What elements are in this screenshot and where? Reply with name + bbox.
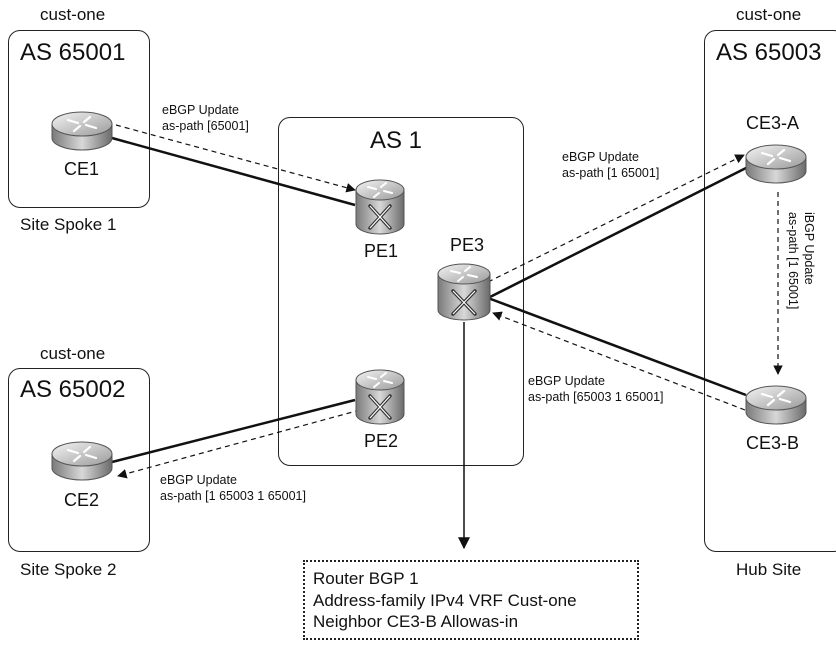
update-as-path: as-path [1 65001]: [562, 165, 660, 180]
ce3b-label: CE3-B: [746, 433, 800, 453]
update-title: eBGP Update: [562, 150, 639, 164]
as-65003-box: [704, 30, 836, 552]
update-title: eBGP Update: [162, 103, 239, 117]
link-pe3-ce3a: [487, 166, 747, 300]
ce3a-label: CE3-A: [746, 113, 800, 133]
config-note: Router BGP 1 Address-family IPv4 VRF Cus…: [303, 560, 639, 640]
update-arrow-pe3-ce3a: [487, 154, 745, 283]
ce3a-router-icon: [745, 144, 807, 184]
update-title: iBGP Update: [802, 212, 816, 285]
pe1-label: PE1: [364, 241, 399, 261]
spoke2-customer-label: cust-one: [40, 344, 106, 363]
pe3-label: PE3: [450, 235, 485, 255]
spoke2-site-label: Site Spoke 2: [20, 560, 117, 579]
link-ce1-pe1: [111, 136, 356, 207]
config-line-address-family: Address-family IPv4 VRF Cust-one: [313, 590, 577, 610]
link-pe2-ce2: [111, 398, 356, 464]
spoke1-site-label: Site Spoke 1: [20, 215, 117, 234]
update-label-ce3a-ce3b: iBGP Update as-path [1 65001]: [785, 212, 816, 309]
ce2-label: CE2: [64, 490, 100, 510]
update-arrow-pe2-ce2: [117, 409, 361, 479]
update-label-pe3-ce3a: eBGP Update as-path [1 65001]: [562, 150, 659, 181]
pe2-label: PE2: [364, 431, 399, 451]
update-label-pe2-ce2: eBGP Update as-path [1 65003 1 65001]: [160, 473, 306, 504]
update-as-path: as-path [65001]: [162, 118, 249, 133]
config-line-router-bgp: Router BGP 1: [313, 569, 419, 588]
spoke1-as-label: AS 65001: [20, 39, 126, 66]
hub-customer-label: cust-one: [736, 5, 802, 24]
update-title: eBGP Update: [160, 473, 237, 487]
update-as-path: as-path [1 65001]: [786, 212, 801, 310]
spoke2-as-label: AS 65002: [20, 376, 126, 403]
spoke1-customer-label: cust-one: [40, 5, 106, 24]
pe2-router-icon: [355, 369, 405, 425]
ce3b-router-icon: [745, 385, 807, 425]
hub-as-label: AS 65003: [716, 39, 822, 66]
update-label-ce1-pe1: eBGP Update as-path [65001]: [162, 103, 249, 134]
update-title: eBGP Update: [528, 374, 605, 388]
pe3-router-icon: [437, 263, 491, 321]
update-arrow-ce1-pe1: [115, 124, 356, 193]
config-line-neighbor: Neighbor CE3-B Allowas-in: [313, 612, 519, 632]
ce2-router-icon: [51, 441, 113, 481]
update-label-ce3b-pe3: eBGP Update as-path [65003 1 65001]: [528, 374, 664, 405]
pe1-router-icon: [355, 179, 405, 235]
ce1-router-icon: [51, 111, 113, 151]
link-pe3-ce3b: [487, 296, 747, 397]
hub-site-label: Hub Site: [736, 560, 802, 579]
ce1-label: CE1: [64, 159, 100, 179]
provider-as-label: AS 1: [370, 127, 423, 154]
update-arrow-ce3b-pe3: [492, 311, 746, 411]
update-as-path: as-path [1 65003 1 65001]: [160, 488, 306, 503]
update-as-path: as-path [65003 1 65001]: [528, 389, 664, 404]
